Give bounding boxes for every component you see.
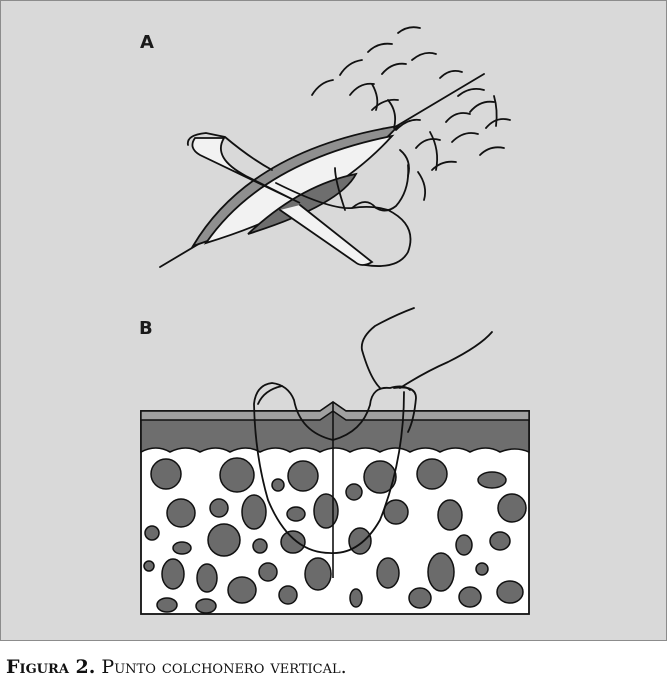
panel-b-label: B <box>139 318 153 339</box>
suture-illustration <box>140 26 530 615</box>
suture-path-b <box>253 307 493 554</box>
caption-number: Figura 2. <box>6 656 96 678</box>
epidermis-layer <box>140 401 530 421</box>
tissue-flap-bottom <box>279 204 374 266</box>
panel-b-drawing <box>140 307 530 615</box>
tissue-flap-top <box>191 137 301 204</box>
panel-a-label: A <box>140 32 154 53</box>
flap-edge <box>186 132 273 171</box>
wound-inner-lip <box>203 134 395 245</box>
panel-a-drawing <box>159 26 511 268</box>
figure-caption: Figura 2. Punto colchonero vertical. <box>6 656 347 678</box>
caption-text: Punto colchonero vertical. <box>101 656 347 678</box>
fat-lobules <box>143 457 527 614</box>
suture-entry <box>334 167 346 211</box>
suture-knot-a <box>351 164 410 212</box>
